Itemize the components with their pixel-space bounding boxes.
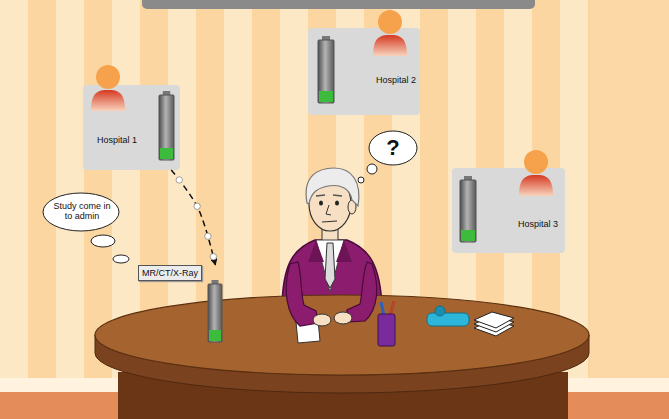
man bbox=[306, 168, 359, 206]
stapler bbox=[427, 313, 469, 326]
person-head bbox=[96, 65, 120, 89]
person-body bbox=[519, 175, 553, 196]
person-head bbox=[524, 150, 548, 174]
battery-body bbox=[460, 180, 476, 242]
person-head bbox=[378, 10, 402, 34]
thought-trail bbox=[113, 255, 129, 263]
man-arms bbox=[334, 312, 352, 324]
thought-bubble-shape bbox=[369, 131, 417, 165]
battery-body bbox=[208, 284, 222, 342]
node-label: ? bbox=[368, 135, 418, 160]
man bbox=[319, 201, 323, 206]
table bbox=[95, 295, 589, 419]
dashed-arrow bbox=[171, 170, 215, 265]
node-label: Hospital 2 bbox=[376, 75, 416, 85]
paper-stack bbox=[474, 312, 514, 336]
hospital-panel bbox=[452, 168, 565, 253]
node-shape bbox=[83, 85, 180, 170]
man-arms bbox=[346, 262, 377, 322]
battery-level bbox=[319, 91, 333, 102]
node-shape bbox=[308, 28, 420, 115]
node-label: Hospital 3 bbox=[518, 219, 558, 229]
battery-level bbox=[461, 230, 475, 241]
modality-study: MR/CT/X-Ray bbox=[138, 265, 224, 345]
thought-trail bbox=[367, 164, 377, 174]
person-body bbox=[91, 90, 125, 111]
stapler bbox=[435, 306, 445, 316]
pen-cup bbox=[378, 314, 395, 346]
hospital-box: Hospital 1 bbox=[83, 85, 180, 170]
man bbox=[335, 201, 339, 206]
node-label: Hospital 1 bbox=[97, 135, 137, 145]
man bbox=[325, 243, 335, 288]
path-dot bbox=[194, 203, 200, 209]
path-dot bbox=[205, 233, 211, 239]
thought-trail bbox=[91, 164, 377, 263]
paper-stack bbox=[474, 312, 514, 328]
pen-cup bbox=[378, 301, 395, 346]
battery-level bbox=[209, 330, 221, 341]
stapler bbox=[427, 306, 469, 326]
node-label: MR/CT/X-Ray bbox=[138, 265, 202, 281]
man bbox=[308, 240, 324, 262]
thought-bubble: Study come in to admin bbox=[42, 192, 120, 232]
hospital-box: Hospital 2 bbox=[308, 28, 420, 115]
man bbox=[316, 240, 344, 292]
person-body bbox=[373, 35, 407, 56]
man bbox=[326, 205, 331, 215]
hospital-panel bbox=[308, 28, 420, 115]
path-dot bbox=[210, 254, 216, 260]
node-label: Study come in to admin bbox=[53, 201, 111, 222]
node-shape bbox=[452, 168, 565, 253]
battery-body bbox=[159, 95, 174, 160]
table bbox=[95, 295, 589, 375]
battery-level bbox=[160, 148, 173, 159]
man-arms bbox=[313, 314, 331, 326]
man-arms bbox=[286, 262, 377, 326]
man bbox=[336, 240, 352, 262]
hospital-panel bbox=[83, 85, 180, 170]
wall bbox=[0, 0, 590, 390]
thought-bubble: ? bbox=[368, 130, 418, 166]
ceiling-bar bbox=[142, 0, 535, 9]
thought-trail bbox=[358, 177, 364, 183]
battery-body bbox=[318, 40, 334, 103]
thought-trail bbox=[91, 235, 115, 247]
man bbox=[322, 221, 337, 222]
man-arms bbox=[286, 262, 318, 326]
thought-bubble-shape bbox=[43, 193, 119, 231]
path-dot bbox=[176, 177, 182, 183]
man bbox=[316, 195, 342, 196]
hospital-box: Hospital 3 bbox=[452, 168, 565, 253]
